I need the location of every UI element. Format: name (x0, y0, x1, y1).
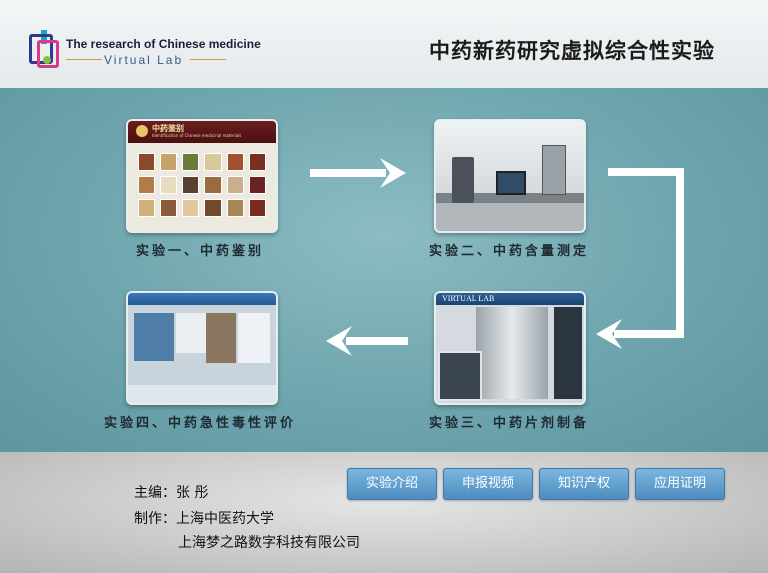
window-titlebar: VIRTUAL LAB (436, 293, 584, 305)
brand-subtitle: Virtual Lab (104, 53, 184, 67)
experiment-3-thumbnail[interactable]: VIRTUAL LAB (434, 291, 586, 405)
lab-floor (436, 203, 584, 231)
window-titlebar (128, 293, 276, 305)
experiment-4-thumbnail[interactable] (126, 291, 278, 405)
brand-divider-right (190, 59, 226, 60)
thumb-header-subtitle: Identification of Chinese medicinal mate… (152, 133, 242, 138)
herb-logo-icon (136, 125, 148, 137)
brand-title: The research of Chinese medicine (66, 37, 261, 51)
arrow-turn-down-left-icon (596, 168, 684, 349)
form-pane (176, 313, 206, 353)
logo-icon (25, 30, 59, 68)
application-video-button[interactable]: 申报视频 (443, 468, 533, 500)
header-bar: The research of Chinese medicine Virtual… (0, 0, 768, 88)
brand-divider-left (66, 59, 102, 60)
experiment-1-label[interactable]: 实验一、中药鉴别 (135, 244, 264, 259)
experiment-4-label[interactable]: 实验四、中药急性毒性评价 (103, 416, 296, 431)
page-title: 中药新药研究虚拟综合性实验 (429, 39, 715, 63)
closeup-inset (438, 351, 482, 401)
hplc-rack-icon (542, 145, 566, 195)
intellectual-property-button[interactable]: 知识产权 (539, 468, 629, 500)
editor-credit: 主编：张 彤 (134, 485, 209, 501)
tool-panel (554, 307, 582, 399)
arrow-right-icon (310, 158, 406, 188)
tablet-press-icon (476, 307, 548, 399)
experiment-2-thumbnail[interactable] (434, 119, 586, 233)
window-footer (128, 385, 276, 403)
monitor-icon (496, 171, 526, 195)
experiment-2-label[interactable]: 实验二、中药含量测定 (428, 244, 589, 259)
experiment-1-thumbnail[interactable]: 中药鉴别 Identification of Chinese medicinal… (126, 119, 278, 233)
parameter-pane (238, 313, 270, 363)
animal-image-pane (134, 313, 174, 361)
herb-grid (138, 153, 266, 217)
virtual-lab-title: VIRTUAL LAB (442, 294, 495, 303)
herb-image-pane (206, 313, 236, 363)
producer-credit: 制作：上海中医药大学 (134, 511, 274, 527)
producer-credit-2: 上海梦之路数字科技有限公司 (178, 535, 360, 551)
instrument-icon (452, 157, 474, 203)
thumb-header: 中药鉴别 Identification of Chinese medicinal… (128, 121, 276, 143)
application-proof-button[interactable]: 应用证明 (635, 468, 725, 500)
thumb-header-title: 中药鉴别 (152, 124, 184, 133)
experiment-intro-button[interactable]: 实验介绍 (347, 468, 437, 500)
lab-bench (436, 193, 584, 203)
experiment-3-label[interactable]: 实验三、中药片剂制备 (428, 416, 589, 431)
arrow-left-icon (326, 326, 408, 356)
